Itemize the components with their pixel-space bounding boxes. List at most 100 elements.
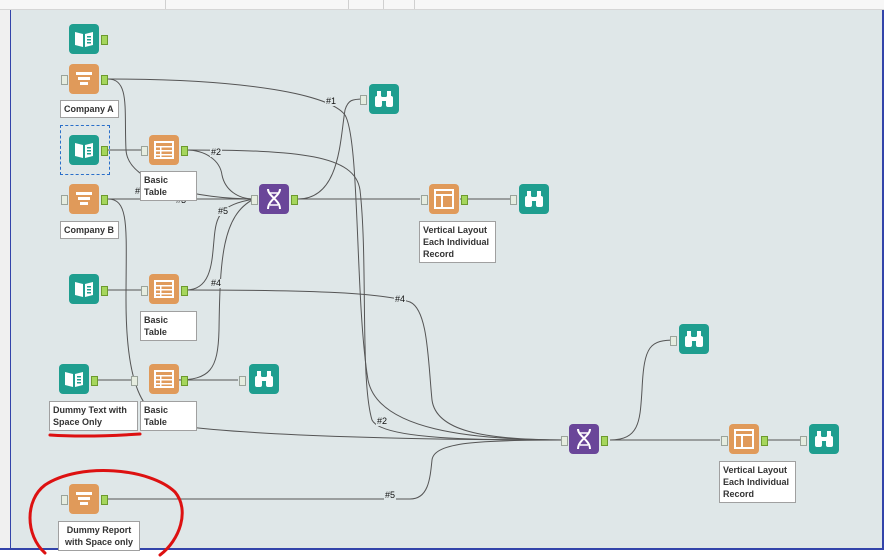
layout-icon [434,189,454,209]
report-text-tool[interactable] [69,484,99,514]
layout-tool[interactable] [729,424,759,454]
canvas-border [882,10,884,550]
output-anchor[interactable] [101,35,108,45]
binoculars-icon [685,331,703,347]
wire-label: #5 [217,206,230,216]
tool-label: Vertical Layout Each Individual Record [719,461,796,503]
union-tool[interactable] [259,184,289,214]
text-input-tool[interactable] [59,364,89,394]
wire-label: #5 [384,490,397,500]
book-icon [75,282,93,297]
wire-table1-union2 [185,149,567,441]
layout-icon [734,429,754,449]
table-icon [154,141,174,159]
tab-separator [348,0,349,9]
input-anchor[interactable] [510,195,517,205]
wire-dummy-report-union2 [108,439,567,500]
output-anchor[interactable] [761,436,768,446]
tool-label: Basic Table [140,171,197,201]
input-anchor[interactable] [239,376,246,386]
wire-company-a-union1 [107,78,255,200]
output-anchor[interactable] [181,286,188,296]
report-text-tool[interactable] [69,184,99,214]
output-anchor[interactable] [101,146,108,156]
output-anchor[interactable] [181,376,188,386]
table-icon [154,370,174,388]
tab-separator [383,0,384,9]
binoculars-icon [525,191,543,207]
tool-label: Company A [60,100,119,118]
wire-label: #2 [376,416,389,426]
tool-label: Dummy Report with Space only [58,521,140,551]
left-panel-edge [0,10,10,550]
output-anchor[interactable] [291,195,298,205]
dna-icon [267,188,281,210]
input-anchor[interactable] [721,436,728,446]
layout-tool[interactable] [429,184,459,214]
wire-union2-browse4 [609,339,677,441]
input-anchor[interactable] [360,95,367,105]
selection-box [60,125,110,175]
basic-table-tool[interactable] [149,135,179,165]
union-tool[interactable] [569,424,599,454]
wire-union1-browse1 [297,98,365,200]
book-icon [75,143,93,158]
tab-bar [0,0,884,10]
output-anchor[interactable] [101,195,108,205]
wire-label: #2 [210,147,223,157]
wire-table1-union1 [185,149,255,200]
input-anchor[interactable] [61,495,68,505]
input-anchor[interactable] [61,75,68,85]
binoculars-icon [815,431,833,447]
basic-table-tool[interactable] [149,364,179,394]
report-text-tool[interactable] [69,64,99,94]
browse-tool[interactable] [809,424,839,454]
book-icon [75,32,93,47]
input-anchor[interactable] [251,195,258,205]
binoculars-icon [255,371,273,387]
text-input-tool[interactable] [69,135,99,165]
tab-separator [414,0,415,9]
input-anchor[interactable] [131,376,138,386]
input-anchor[interactable] [800,436,807,446]
book-icon [65,372,83,387]
basic-table-tool[interactable] [149,274,179,304]
browse-tool[interactable] [679,324,709,354]
text-input-tool[interactable] [69,24,99,54]
output-anchor[interactable] [101,75,108,85]
output-anchor[interactable] [91,376,98,386]
stack-icon [76,492,92,505]
wire-label: #1 [325,96,338,106]
red-underline-annotation [48,432,142,438]
wire-table2-union1 [185,198,255,291]
wire-label: #4 [210,278,223,288]
output-anchor[interactable] [181,146,188,156]
output-anchor[interactable] [461,195,468,205]
text-input-tool[interactable] [69,274,99,304]
canvas-border [0,548,884,550]
input-anchor[interactable] [61,195,68,205]
browse-tool[interactable] [369,84,399,114]
output-anchor[interactable] [101,286,108,296]
stack-icon [76,192,92,205]
browse-tool[interactable] [249,364,279,394]
red-circle-annotation [28,469,184,557]
tab-separator [165,0,166,9]
output-anchor[interactable] [101,495,108,505]
wire-table2-union2 [185,289,567,441]
wire-table3-union1 [175,198,255,381]
input-anchor[interactable] [670,336,677,346]
browse-tool[interactable] [519,184,549,214]
input-anchor[interactable] [561,436,568,446]
input-anchor[interactable] [141,286,148,296]
tool-label: Company B [60,221,119,239]
output-anchor[interactable] [601,436,608,446]
stack-icon [76,72,92,85]
dna-icon [577,428,591,450]
tool-label: Basic Table [140,401,197,431]
input-anchor[interactable] [421,195,428,205]
tool-label: Vertical Layout Each Individual Record [419,221,496,263]
tool-label: Basic Table [140,311,197,341]
wire-label: #4 [394,294,407,304]
input-anchor[interactable] [141,146,148,156]
